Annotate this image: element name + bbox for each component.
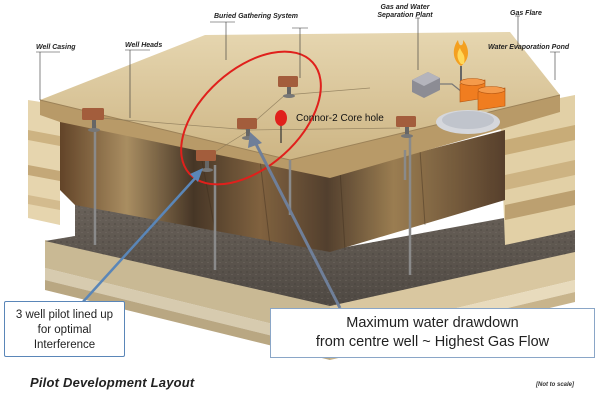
left-strata bbox=[28, 100, 60, 225]
pilot-ellipse bbox=[180, 50, 322, 186]
pilot-callout: 3 well pilot lined up for optimal Interf… bbox=[4, 301, 125, 357]
wellhead-icon bbox=[237, 118, 257, 140]
pilot-callout-line: 3 well pilot lined up bbox=[15, 309, 114, 321]
wellhead-icon bbox=[82, 108, 104, 132]
drawdown-arrow bbox=[248, 132, 342, 309]
well-heads bbox=[82, 76, 416, 172]
label-core-hole: Connor-2 Core hole bbox=[296, 113, 384, 124]
pilot-callout-line: for optimal bbox=[37, 324, 92, 336]
core-hole-marker bbox=[275, 110, 287, 143]
leader-lines bbox=[36, 15, 560, 118]
label-well-casing: Well Casing bbox=[36, 44, 76, 51]
pilot-arrow bbox=[81, 168, 203, 304]
label-well-heads: Well Heads bbox=[125, 42, 163, 49]
gas-flare bbox=[453, 40, 469, 82]
wellhead-icon bbox=[196, 150, 216, 172]
label-evaporation-pond: Water Evaporation Pond bbox=[488, 44, 570, 51]
pilot-callout-line: Interference bbox=[33, 339, 96, 351]
drawdown-callout: Maximum water drawdown from centre well … bbox=[270, 308, 595, 358]
label-buried-gathering: Buried Gathering System bbox=[214, 13, 299, 20]
label-separation-plant: Gas and Water Separation Plant bbox=[377, 4, 433, 19]
scale-note: [Not to scale] bbox=[536, 382, 575, 388]
drawdown-callout-line: from centre well ~ Highest Gas Flow bbox=[315, 334, 550, 350]
well-casings bbox=[93, 125, 412, 275]
label-gas-flare: Gas Flare bbox=[510, 10, 542, 17]
wellhead-icon bbox=[278, 76, 298, 98]
diagram-caption: Pilot Development Layout bbox=[30, 375, 195, 390]
right-strata-ledges bbox=[500, 95, 575, 245]
separation-plant bbox=[412, 72, 463, 98]
wellhead-icon bbox=[396, 116, 416, 138]
coal-seam bbox=[60, 120, 505, 252]
drawdown-callout-line: Maximum water drawdown bbox=[346, 315, 519, 331]
evaporation-pond bbox=[436, 78, 506, 134]
